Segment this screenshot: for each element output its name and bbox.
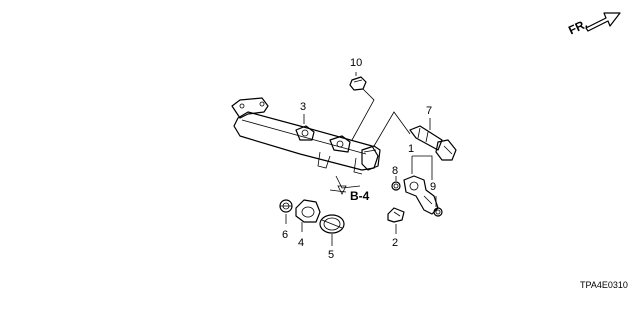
part-6-seal[interactable]	[279, 199, 293, 213]
part-7-fitting[interactable]	[409, 125, 457, 161]
part-4-cap[interactable]	[295, 199, 321, 223]
callout-3[interactable]: 3	[300, 101, 306, 113]
callout-7[interactable]: 7	[426, 105, 432, 117]
callout-8[interactable]: 8	[392, 165, 398, 177]
diagram-code: TPA4E0310	[580, 280, 628, 290]
callout-5[interactable]: 5	[328, 249, 334, 261]
part-9-seal-ring[interactable]	[433, 207, 443, 217]
callout-10[interactable]: 10	[350, 57, 362, 69]
callout-9[interactable]: 9	[430, 181, 436, 193]
front-direction-arrow-icon	[585, 12, 621, 32]
reference-label: B-4	[350, 189, 370, 203]
callout-4[interactable]: 4	[298, 237, 304, 249]
part-8-o-ring[interactable]	[391, 181, 401, 191]
part-5-seal[interactable]	[319, 214, 345, 234]
part-10-nut[interactable]	[349, 76, 367, 91]
callout-2[interactable]: 2	[392, 237, 398, 249]
direction-label: FR.	[566, 17, 589, 38]
part-2-clip[interactable]	[387, 207, 405, 223]
callout-1[interactable]: 1	[408, 143, 414, 155]
part-3-fuel-rail[interactable]	[231, 97, 381, 175]
callout-6[interactable]: 6	[282, 229, 288, 241]
